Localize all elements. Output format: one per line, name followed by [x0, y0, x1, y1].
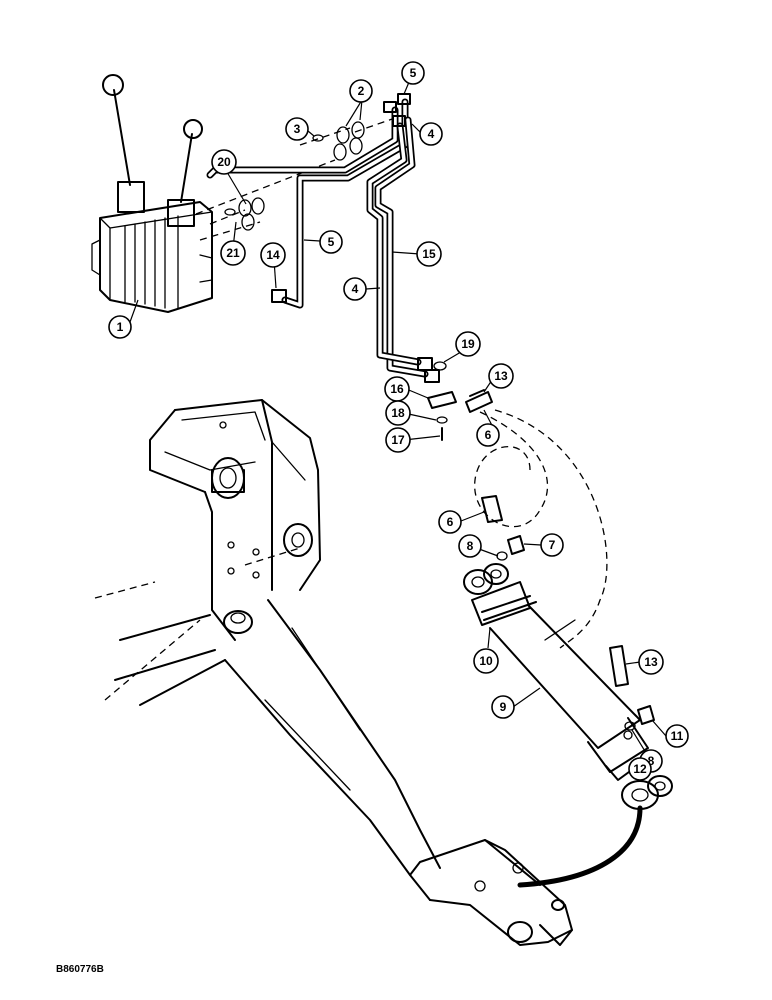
callout-14: 14 [260, 242, 286, 268]
svg-text:13: 13 [644, 655, 658, 669]
callout-10: 10 [473, 648, 499, 674]
callout-1: 1 [108, 315, 132, 339]
svg-text:6: 6 [485, 428, 492, 442]
svg-text:17: 17 [391, 433, 405, 447]
svg-text:5: 5 [410, 66, 417, 80]
callout-21: 21 [220, 240, 246, 266]
svg-text:4: 4 [428, 127, 435, 141]
hose-ends [465, 389, 629, 687]
fittings [224, 121, 365, 231]
callout-16: 16 [384, 376, 410, 402]
svg-text:4: 4 [352, 282, 359, 296]
callout-17: 17 [385, 427, 411, 453]
callout-5b: 5 [319, 230, 343, 254]
callouts: 1 2 3 4 5 4 5 6 6 7 8 8 9 10 11 12 13 13… [108, 61, 689, 781]
svg-text:9: 9 [500, 700, 507, 714]
svg-text:8: 8 [648, 754, 655, 768]
callout-20: 20 [211, 149, 237, 175]
svg-text:3: 3 [294, 122, 301, 136]
svg-text:14: 14 [266, 248, 280, 262]
svg-text:19: 19 [461, 337, 475, 351]
callout-4b: 4 [343, 277, 367, 301]
callout-5a: 5 [401, 61, 425, 85]
svg-text:11: 11 [671, 729, 684, 743]
svg-text:2: 2 [358, 84, 365, 98]
svg-text:6: 6 [447, 515, 454, 529]
hydraulic-cylinder [463, 563, 673, 810]
callout-7: 7 [540, 533, 564, 557]
callout-13a: 13 [488, 363, 514, 389]
callout-2: 2 [349, 79, 373, 103]
hose-solid [517, 805, 643, 888]
svg-text:5: 5 [328, 235, 335, 249]
svg-text:8: 8 [467, 539, 474, 553]
callout-13b: 13 [638, 649, 664, 675]
callout-15: 15 [416, 241, 442, 267]
callout-4a: 4 [419, 122, 443, 146]
hydraulic-tubes [206, 93, 440, 383]
callout-6: 6 [438, 510, 462, 534]
svg-text:10: 10 [479, 654, 493, 668]
svg-text:21: 21 [226, 246, 240, 260]
svg-text:18: 18 [391, 406, 405, 420]
svg-text:7: 7 [549, 538, 556, 552]
svg-text:12: 12 [633, 762, 647, 776]
svg-text:1: 1 [117, 320, 124, 334]
hose-dashed-2 [494, 409, 608, 649]
callout-3: 3 [285, 117, 309, 141]
callout-12: 12 [628, 757, 652, 781]
loader-frame [94, 399, 573, 946]
callout-6b: 6 [476, 423, 500, 447]
figure-id: B860776B [56, 964, 104, 975]
tube-clamp [427, 361, 457, 441]
svg-text:15: 15 [422, 247, 436, 261]
callout-8: 8 [458, 534, 482, 558]
elbow-fittings [496, 535, 655, 731]
callout-19: 19 [455, 331, 481, 357]
callout-9: 9 [491, 695, 515, 719]
hose-dashed [474, 411, 549, 528]
control-valve [91, 74, 213, 313]
callout-11: 11 [665, 724, 689, 748]
svg-text:13: 13 [494, 369, 508, 383]
svg-text:16: 16 [390, 382, 404, 396]
svg-text:20: 20 [217, 155, 231, 169]
callout-18: 18 [385, 400, 411, 426]
